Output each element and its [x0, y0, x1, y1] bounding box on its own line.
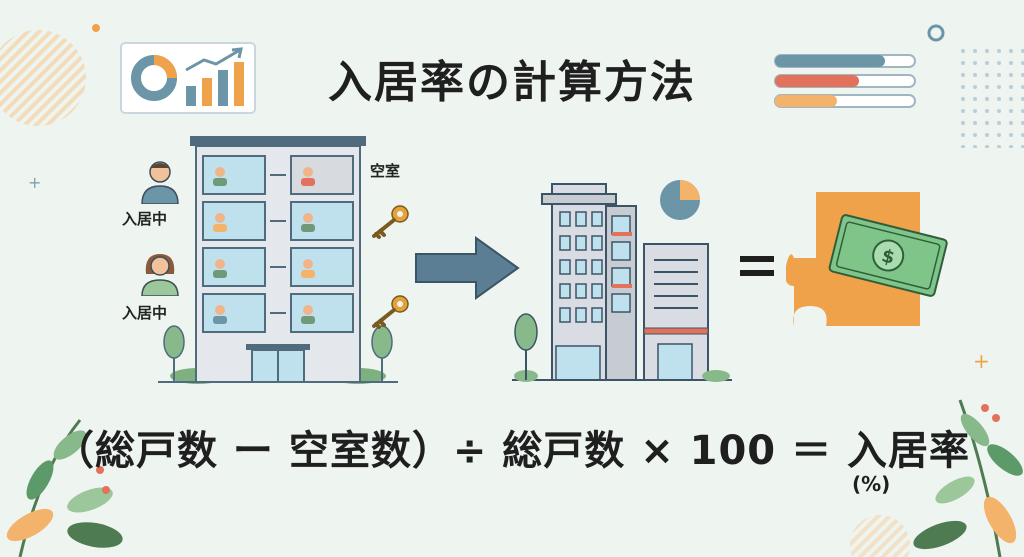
apartment-building-icon: [158, 136, 398, 384]
vacant-label: 空室: [370, 162, 401, 180]
key-icon: [372, 295, 409, 329]
occupied-label: 入居中: [122, 210, 168, 228]
money-puzzle-icon: $: [786, 192, 948, 326]
arrow-right-icon: [415, 236, 520, 300]
unit-label: (%): [852, 472, 891, 496]
resident-man-icon: [141, 161, 179, 204]
progress-bars-icon: [774, 54, 916, 108]
occupied-label: 入居中: [122, 304, 168, 322]
svg-text:+: +: [28, 173, 41, 192]
formula: （総戸数 ー 空室数）÷ 総戸数 × 100 ＝ 入居率: [53, 428, 970, 474]
svg-text:+: +: [973, 349, 990, 373]
office-building-icon: [512, 183, 732, 382]
equals-icon: [740, 256, 774, 276]
chart-icon: [120, 42, 256, 114]
resident-woman-icon: [141, 254, 179, 296]
pie-chart-icon: [660, 180, 700, 220]
svg-text:$: $: [879, 245, 896, 268]
key-icon: [372, 205, 409, 239]
page-title: 入居率の計算方法: [328, 57, 696, 108]
